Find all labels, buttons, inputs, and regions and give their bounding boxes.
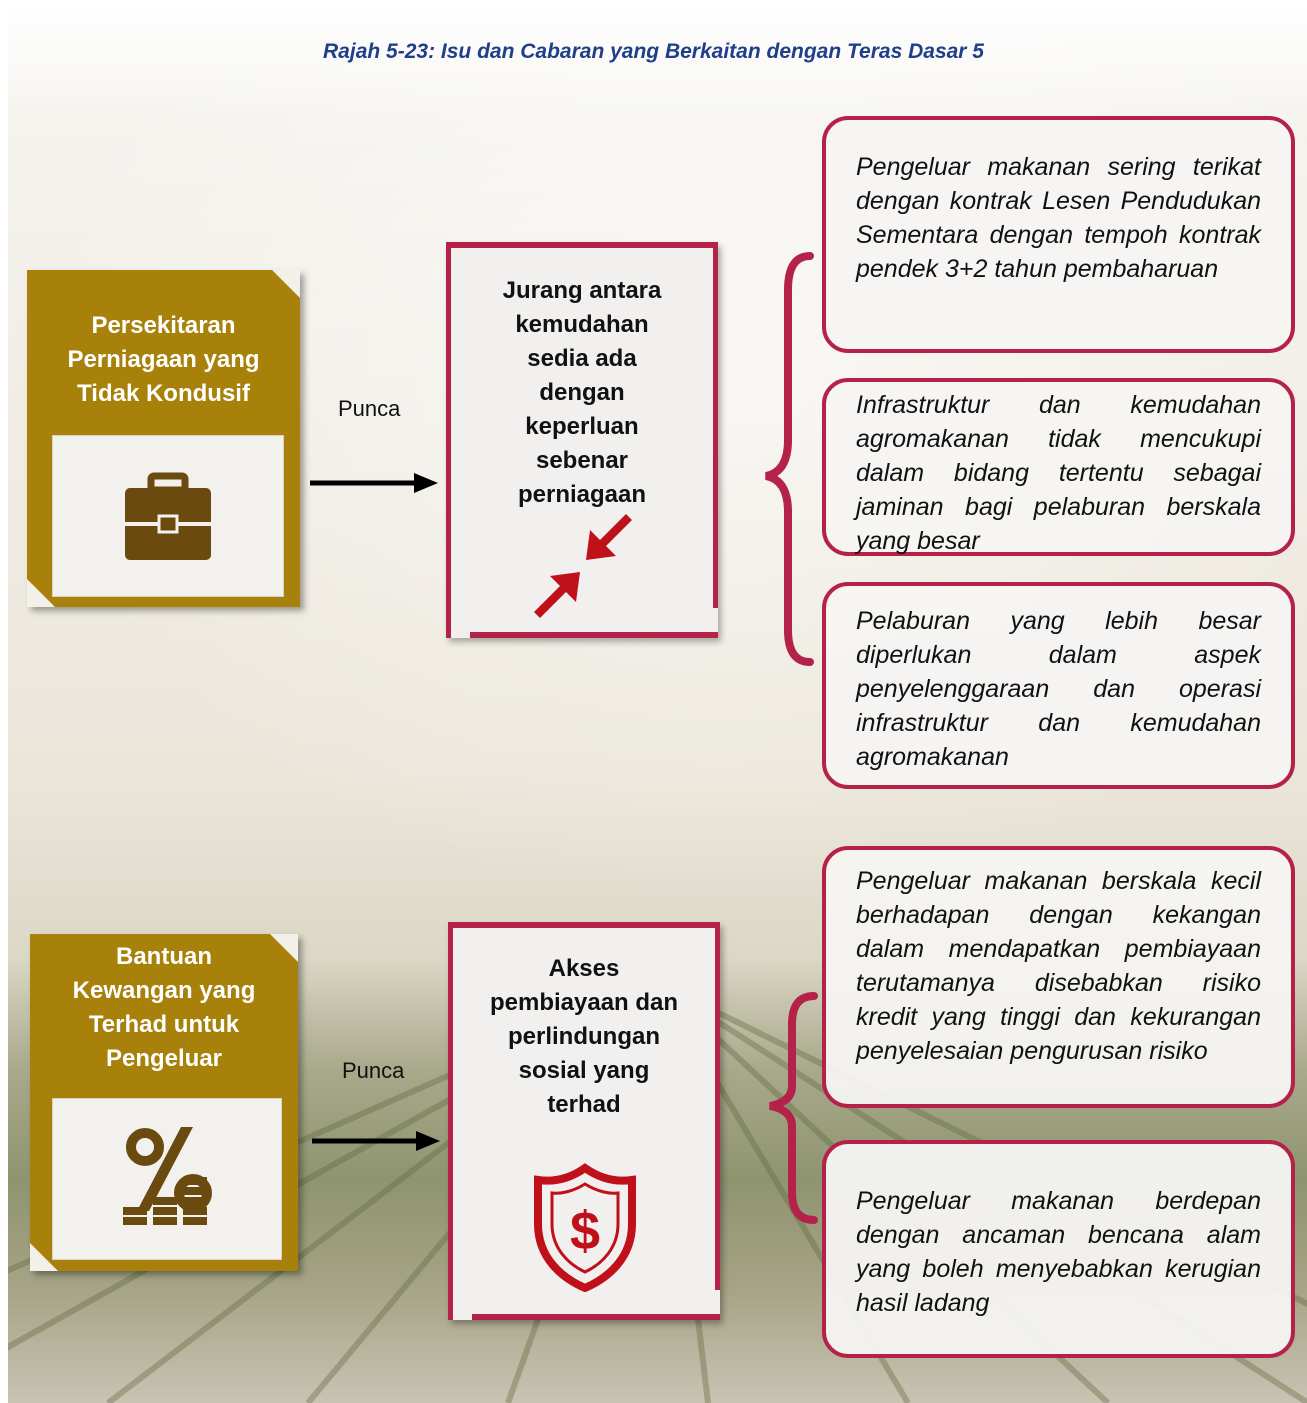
shield-dollar-icon: $ bbox=[534, 1163, 636, 1292]
issue-title-line: keperluan bbox=[525, 413, 639, 440]
connector-label: Punca bbox=[338, 396, 401, 421]
detail-text: Pengeluar makanan berdepan dengan ancama… bbox=[856, 1187, 1261, 1317]
svg-text:$: $ bbox=[570, 1201, 600, 1261]
card-border bbox=[713, 242, 718, 608]
card-border bbox=[448, 922, 720, 928]
right-arrow-icon bbox=[310, 473, 438, 493]
card-border bbox=[715, 922, 720, 1290]
issue-title-line: dengan bbox=[539, 379, 625, 406]
detail-box-1-1: Pengeluar makanan sering terikat dengan … bbox=[822, 116, 1295, 353]
detail-text: Infrastruktur dan kemudahan agromakanan … bbox=[856, 391, 1261, 555]
card-border bbox=[446, 242, 718, 248]
fold-corner bbox=[272, 270, 300, 298]
cause-title-line: Persekitaran bbox=[91, 312, 236, 339]
issue-title-1: Jurang antara kemudahan sedia ada dengan… bbox=[458, 274, 706, 512]
card-border bbox=[448, 922, 453, 1320]
issue-title-line: kemudahan bbox=[515, 311, 649, 338]
cause-title-2: Bantuan Kewangan yang Terhad untuk Penge… bbox=[30, 940, 298, 1076]
detail-text: Pengeluar makanan berskala kecil berhada… bbox=[856, 867, 1261, 1065]
issue-card-2: Akses pembiayaan dan perlindungan sosial… bbox=[448, 922, 720, 1320]
right-arrow-icon bbox=[312, 1131, 440, 1151]
detail-box-2-2: Pengeluar makanan berdepan dengan ancama… bbox=[822, 1140, 1295, 1358]
briefcase-icon bbox=[125, 472, 211, 560]
card-border bbox=[446, 242, 451, 638]
cause-title-line: Kewangan yang bbox=[72, 977, 256, 1004]
finance-panel bbox=[52, 1098, 282, 1260]
brace-bracket bbox=[769, 992, 818, 1224]
figure-title: Rajah 5-23: Isu dan Cabaran yang Berkait… bbox=[323, 40, 984, 63]
issue-title-line: pembiayaan dan bbox=[489, 989, 679, 1016]
fold-corner bbox=[27, 579, 55, 607]
card-border bbox=[470, 632, 718, 638]
issue-title-2: Akses pembiayaan dan perlindungan sosial… bbox=[460, 952, 708, 1122]
issue-card-1: Jurang antara kemudahan sedia ada dengan… bbox=[446, 242, 718, 638]
briefcase-panel bbox=[52, 435, 284, 597]
detail-text: Pengeluar makanan sering terikat dengan … bbox=[856, 153, 1261, 283]
issue-title-line: sedia ada bbox=[527, 345, 637, 372]
detail-box-2-1: Pengeluar makanan berskala kecil berhada… bbox=[822, 846, 1295, 1108]
issue-title-line: sebenar bbox=[535, 447, 629, 474]
issue-title-line: perlindungan bbox=[508, 1023, 660, 1050]
fold-corner bbox=[270, 934, 298, 962]
card-border bbox=[472, 1314, 720, 1320]
detail-box-1-2: Infrastruktur dan kemudahan agromakanan … bbox=[822, 378, 1295, 556]
cause-title-1: Persekitaran Perniagaan yang Tidak Kondu… bbox=[27, 309, 300, 411]
cause-title-line: Tidak Kondusif bbox=[77, 380, 250, 407]
cause-title-line: Terhad untuk bbox=[88, 1011, 240, 1038]
brace-bracket bbox=[764, 252, 814, 666]
cause-title-line: Bantuan bbox=[116, 943, 212, 970]
issue-title-line: perniagaan bbox=[517, 481, 647, 508]
percent-coins-icon bbox=[123, 1127, 212, 1225]
issue-title-line: Jurang antara bbox=[502, 277, 662, 304]
cause-card-2: Bantuan Kewangan yang Terhad untuk Penge… bbox=[30, 934, 298, 1271]
issue-title-line: sosial yang bbox=[518, 1057, 650, 1084]
issue-title-line: Akses bbox=[548, 955, 620, 982]
detail-text: Pelaburan yang lebih besar diperlukan da… bbox=[856, 607, 1261, 771]
cause-title-line: Pengeluar bbox=[105, 1045, 223, 1072]
cause-title-line: Perniagaan yang bbox=[67, 346, 260, 373]
issue-title-line: terhad bbox=[547, 1091, 621, 1118]
converging-arrows-icon bbox=[534, 514, 632, 618]
detail-box-1-3: Pelaburan yang lebih besar diperlukan da… bbox=[822, 582, 1295, 789]
cause-card-1: Persekitaran Perniagaan yang Tidak Kondu… bbox=[27, 270, 300, 607]
connector-label: Punca bbox=[342, 1058, 405, 1083]
